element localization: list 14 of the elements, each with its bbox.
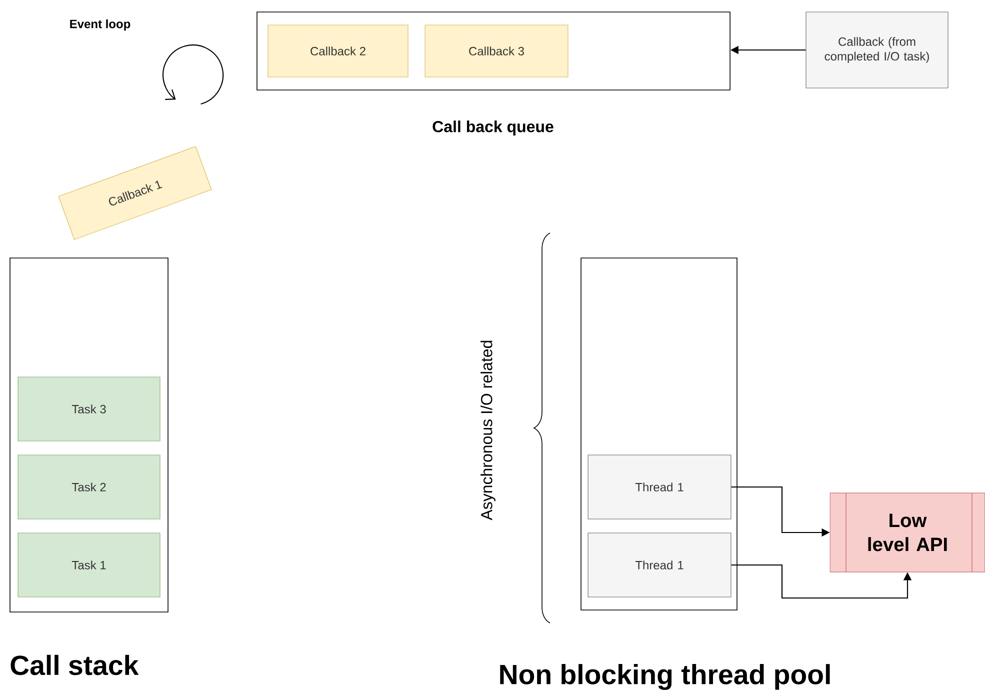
callback-box: Callback 3 <box>424 24 568 78</box>
task-box: Task 3 <box>18 376 160 442</box>
api-box: Low level API <box>830 492 985 572</box>
heading: Non blocking thread pool <box>500 664 830 690</box>
task-box: Task 1 <box>18 532 160 598</box>
process-box: Callback (from completed I/O task) <box>806 12 948 88</box>
heading: Event loop <box>70 19 130 31</box>
heading: Call back queue <box>432 120 554 136</box>
process-box: Thread 1 <box>588 532 732 598</box>
callback-box: Callback 2 <box>268 24 408 78</box>
side-label: Asynchronous I/O related <box>480 340 496 520</box>
heading: Call stack <box>10 654 139 676</box>
process-box: Thread 1 <box>588 454 732 520</box>
task-box: Task 2 <box>18 454 160 520</box>
